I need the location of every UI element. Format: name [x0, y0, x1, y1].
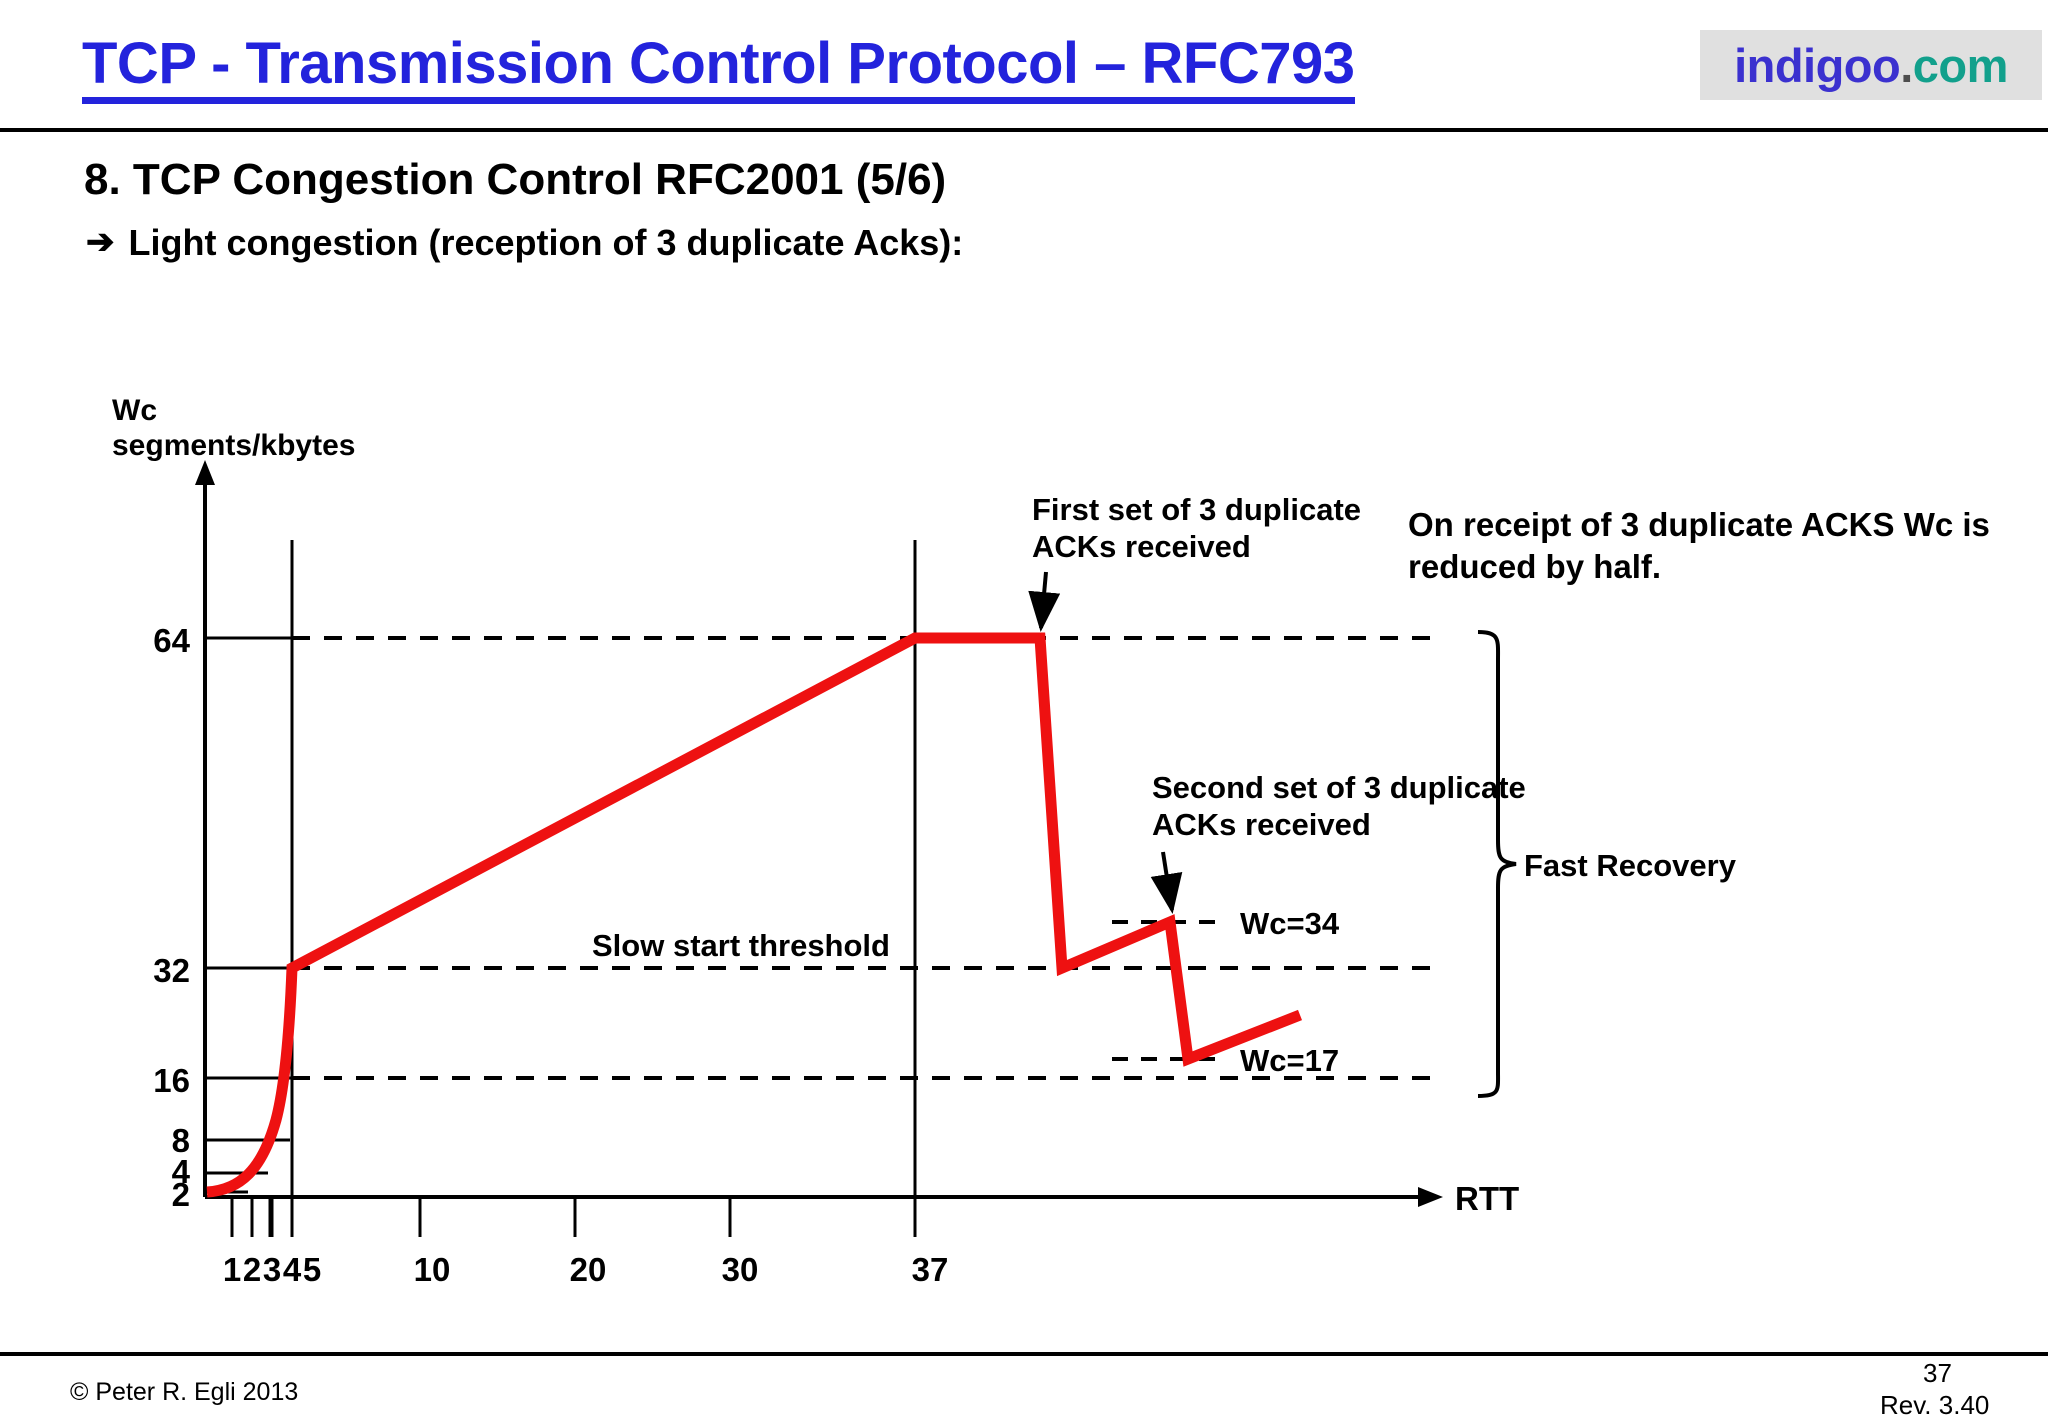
footer-revision: Rev. 3.40: [1880, 1390, 1990, 1420]
note-dup-acks-line1: On receipt of 3 duplicate ACKS Wc is: [1408, 506, 1990, 543]
x-tick-marks: [230, 1197, 917, 1237]
horizontal-reference-lines: [292, 636, 1432, 1080]
x-tick-label-10: 10: [414, 1251, 451, 1288]
congestion-window-line: [206, 632, 1303, 1198]
y-axis-title: Wc segments/kbytes: [112, 394, 355, 462]
y-tick-marks: [205, 636, 292, 1194]
x-tick-label-2: 2: [243, 1251, 261, 1288]
x-tick-label-1: 1: [223, 1251, 241, 1288]
y-tick-label-16: 16: [153, 1062, 190, 1099]
annotation-first-dup-acks-line1: First set of 3 duplicate: [1032, 492, 1361, 527]
footer-page-number: 37: [1923, 1358, 1952, 1388]
brand-tld-text: com: [1912, 38, 2009, 92]
note-dup-acks-line2: reduced by half.: [1408, 548, 1661, 585]
brand-wordmark: indigoo.com: [1734, 38, 2008, 93]
label-fast-recovery: Fast Recovery: [1524, 848, 1737, 883]
y-tick-label-64: 64: [153, 622, 190, 659]
y-axis-title-line1: Wc: [112, 394, 157, 427]
indigoo-logo[interactable]: indigoo.com: [1700, 30, 2042, 100]
y-axis-title-line2: segments/kbytes: [112, 429, 355, 462]
label-wc-17: Wc=17: [1240, 1043, 1339, 1078]
x-tick-labels: 1 2 3 4 5 10 20 30 37: [223, 1251, 949, 1288]
label-wc-34: Wc=34: [1240, 906, 1340, 941]
y-tick-label-4: 4: [172, 1153, 191, 1190]
subtitle-text: Light congestion (reception of 3 duplica…: [128, 222, 964, 263]
y-axis: [195, 460, 215, 1197]
note-dup-acks: On receipt of 3 duplicate ACKS Wc is red…: [1408, 506, 1990, 585]
footer-copyright: © Peter R. Egli 2013: [70, 1378, 299, 1406]
annotation-second-dup-acks-arrow: [1150, 851, 1183, 914]
x-axis-title: RTT: [1455, 1180, 1519, 1217]
congestion-window-series: [206, 632, 1303, 1198]
vertical-reference-lines: [290, 540, 917, 1197]
annotation-second-dup-acks-line2: ACKs received: [1152, 807, 1371, 842]
annotation-first-dup-acks-arrow: [1028, 571, 1061, 632]
y-tick-label-2: 2: [172, 1176, 190, 1213]
brand-name-text: indigoo: [1734, 38, 1901, 92]
x-tick-label-5: 5: [303, 1251, 321, 1288]
slide-header: TCP - Transmission Control Protocol – RF…: [0, 0, 2048, 134]
x-tick-label-30: 30: [722, 1251, 759, 1288]
annotation-first-dup-acks-line2: ACKs received: [1032, 529, 1251, 564]
x-tick-label-20: 20: [570, 1251, 607, 1288]
header-title: TCP - Transmission Control Protocol – RF…: [82, 33, 1355, 104]
y-tick-label-32: 32: [153, 952, 190, 989]
y-tick-labels: 64 32 16 8 4 2: [153, 622, 190, 1213]
annotation-second-dup-acks-line1: Second set of 3 duplicate: [1152, 770, 1526, 805]
subtitle-row: ➔ Light congestion (reception of 3 dupli…: [86, 222, 963, 264]
x-axis: [205, 1187, 1443, 1207]
annotation-slow-start-threshold: Slow start threshold: [592, 928, 890, 963]
x-tick-label-3: 3: [263, 1251, 281, 1288]
header-divider: [0, 128, 2048, 132]
annotation-first-dup-acks: First set of 3 duplicate ACKs received: [1028, 492, 1361, 632]
page-title: 8. TCP Congestion Control RFC2001 (5/6): [84, 155, 947, 204]
fast-recovery-brace-icon: [1477, 630, 1517, 1098]
brand-dot-icon: .: [1900, 38, 1913, 92]
fast-recovery-brace-group: Fast Recovery: [1477, 630, 1737, 1098]
arrow-right-icon: ➔: [86, 223, 115, 261]
annotation-second-dup-acks: Second set of 3 duplicate ACKs received: [1150, 770, 1526, 914]
x-tick-label-37: 37: [912, 1251, 949, 1288]
x-tick-label-4: 4: [283, 1251, 302, 1288]
footer-divider: [0, 1352, 2048, 1356]
y-tick-label-8: 8: [172, 1122, 190, 1159]
